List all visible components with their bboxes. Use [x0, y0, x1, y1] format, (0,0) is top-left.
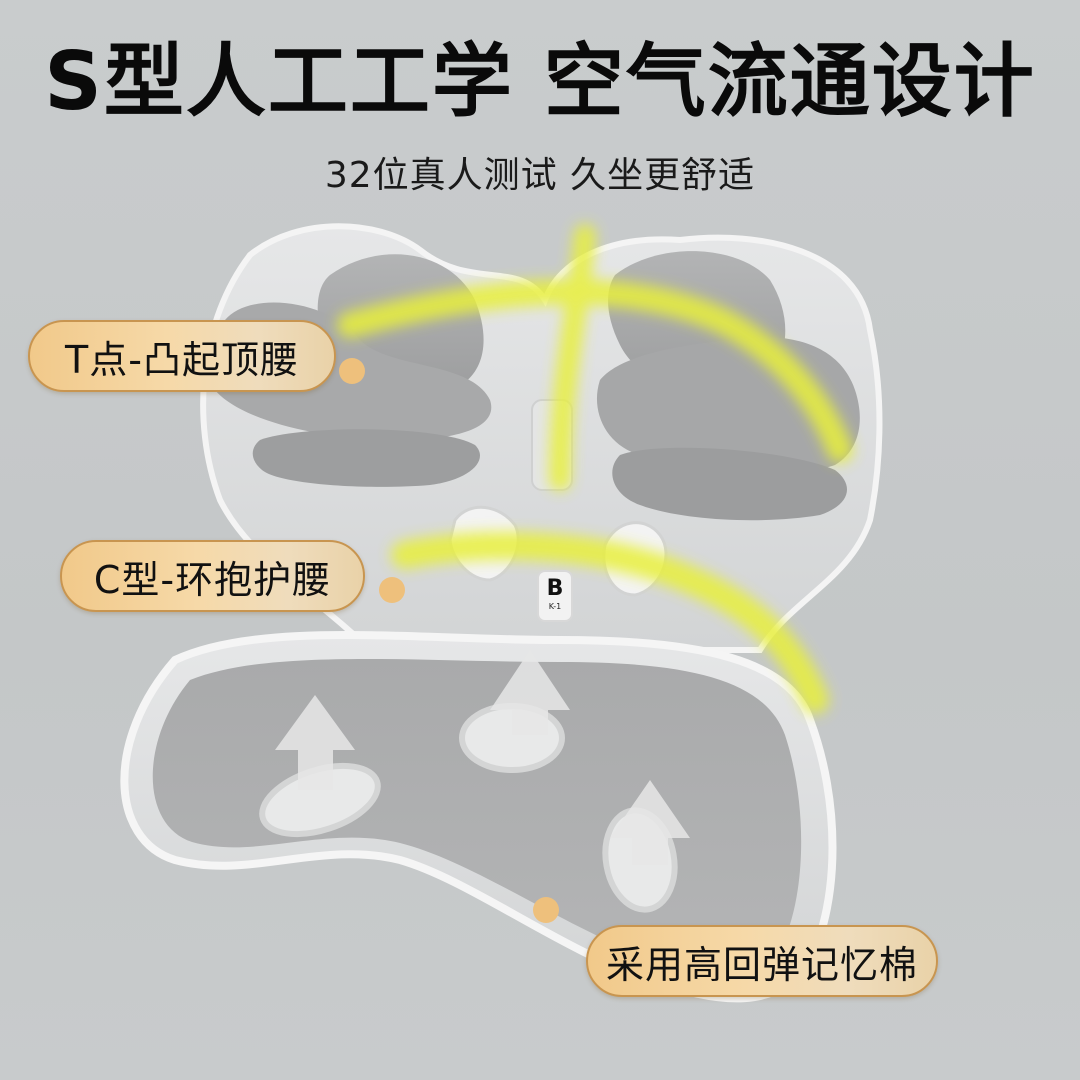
- badge-letter: B: [546, 576, 564, 601]
- seat: [120, 631, 837, 1003]
- callout-memory-foam: 采用高回弹记忆棉: [586, 925, 938, 997]
- callout-dot-memory-foam: [533, 897, 559, 923]
- headline-title: S型人工工学 空气流通设计: [44, 35, 1036, 128]
- brand-badge: B K-1: [537, 570, 573, 622]
- headline-subtitle: 32位真人测试 久坐更舒适: [324, 155, 756, 196]
- callout-c-wrap: C型-环抱护腰: [60, 540, 365, 612]
- badge-code: K-1: [548, 602, 562, 611]
- callout-dot-lumbar: [339, 358, 365, 384]
- airflow-arrow-icon: [275, 650, 690, 865]
- airflow-highlight: [337, 224, 853, 714]
- callout-dot-c-wrap: [379, 577, 405, 603]
- callout-lumbar-support: T点-凸起顶腰: [28, 320, 336, 392]
